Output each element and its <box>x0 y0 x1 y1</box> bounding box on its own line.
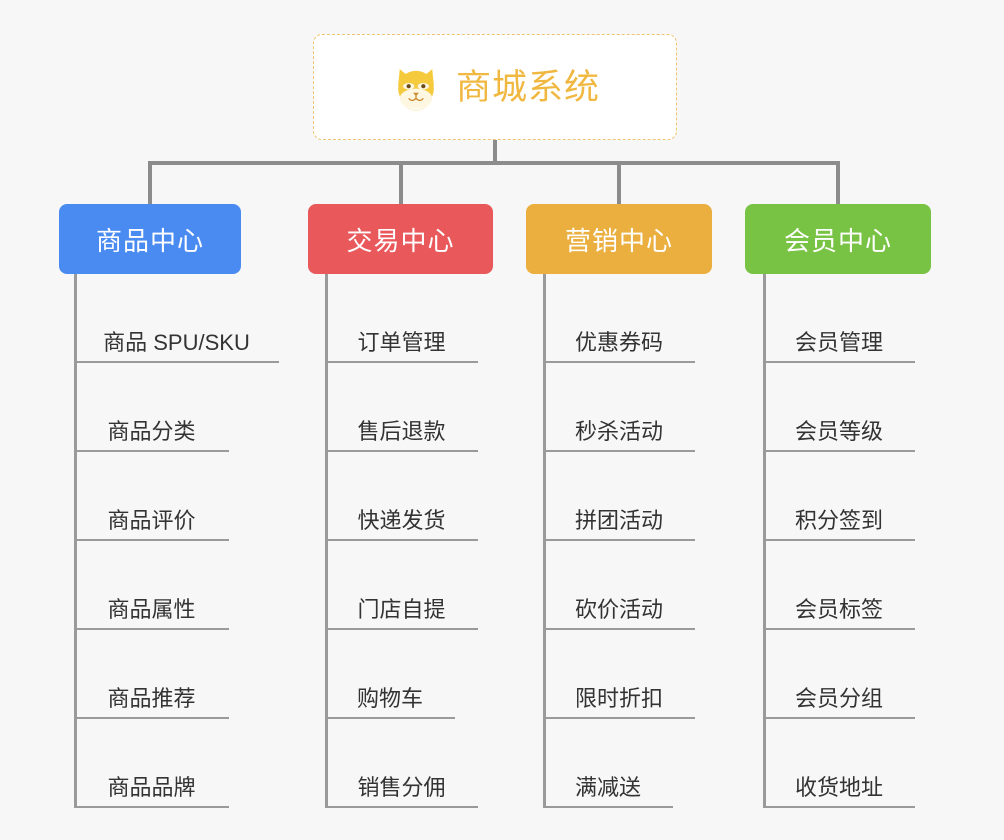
category-box-0[interactable]: 商品中心 <box>59 204 241 274</box>
child-item[interactable]: 销售分佣 <box>325 719 478 808</box>
child-item[interactable]: 满减送 <box>543 719 673 808</box>
child-item-label: 商品属性 <box>107 596 196 622</box>
child-item[interactable]: 限时折扣 <box>543 630 695 719</box>
child-item-label: 商品 SPU/SKU <box>103 329 250 355</box>
child-item[interactable]: 商品属性 <box>74 541 229 630</box>
child-item[interactable]: 拼团活动 <box>543 452 695 541</box>
child-item[interactable]: 购物车 <box>325 630 455 719</box>
child-item[interactable]: 商品评价 <box>74 452 229 541</box>
child-item[interactable]: 商品分类 <box>74 363 229 452</box>
root-title: 商城系统 <box>455 67 600 107</box>
child-item-label: 快递发货 <box>357 507 446 533</box>
column-spine-line <box>763 274 766 808</box>
child-item[interactable]: 收货地址 <box>763 719 915 808</box>
category-box-1[interactable]: 交易中心 <box>308 204 493 274</box>
branch-drop-line-3 <box>836 161 840 204</box>
child-item-label: 商品推荐 <box>107 685 196 711</box>
child-item-label: 秒杀活动 <box>574 418 663 444</box>
child-item-label: 拼团活动 <box>574 507 663 533</box>
column-spine-line <box>325 274 328 808</box>
root-node-shopping-mall-system[interactable]: 商城系统 <box>313 34 677 140</box>
category-label: 会员中心 <box>783 225 892 256</box>
child-item[interactable]: 快递发货 <box>325 452 478 541</box>
child-item-label: 商品品牌 <box>107 774 196 800</box>
child-item-label: 会员管理 <box>794 329 883 355</box>
branch-drop-line-2 <box>617 161 621 204</box>
category-box-3[interactable]: 会员中心 <box>745 204 931 274</box>
root-stem-line <box>493 140 497 165</box>
child-item-label: 门店自提 <box>357 596 446 622</box>
horizontal-bus-line <box>148 161 840 165</box>
child-item-label: 购物车 <box>356 685 423 711</box>
child-item-label: 会员标签 <box>794 596 883 622</box>
column-spine-line <box>543 274 546 808</box>
child-item-label: 会员分组 <box>794 685 883 711</box>
child-item-label: 销售分佣 <box>357 774 446 800</box>
child-item-label: 满减送 <box>574 774 641 800</box>
child-item[interactable]: 会员分组 <box>763 630 915 719</box>
child-item-label: 收货地址 <box>794 774 883 800</box>
child-item[interactable]: 商品 SPU/SKU <box>74 274 279 363</box>
child-item-label: 订单管理 <box>357 329 446 355</box>
child-item[interactable]: 优惠券码 <box>543 274 695 363</box>
child-item[interactable]: 砍价活动 <box>543 541 695 630</box>
child-item-label: 限时折扣 <box>574 685 663 711</box>
child-item[interactable]: 订单管理 <box>325 274 478 363</box>
category-label: 交易中心 <box>346 225 455 256</box>
child-item-label: 商品分类 <box>107 418 196 444</box>
child-item-label: 售后退款 <box>357 418 446 444</box>
child-item[interactable]: 秒杀活动 <box>543 363 695 452</box>
branch-drop-line-0 <box>148 161 152 204</box>
branch-drop-line-1 <box>398 161 403 204</box>
child-item[interactable]: 会员管理 <box>763 274 915 363</box>
category-label: 营销中心 <box>564 225 673 256</box>
child-item[interactable]: 会员等级 <box>763 363 915 452</box>
child-item[interactable]: 积分签到 <box>763 452 915 541</box>
child-item-label: 优惠券码 <box>574 329 663 355</box>
child-item[interactable]: 会员标签 <box>763 541 915 630</box>
child-item[interactable]: 商品推荐 <box>74 630 229 719</box>
category-label: 商品中心 <box>95 225 204 256</box>
shiba-dog-icon <box>390 61 442 113</box>
category-box-2[interactable]: 营销中心 <box>526 204 712 274</box>
child-item-label: 积分签到 <box>794 507 883 533</box>
child-item-label: 商品评价 <box>107 507 196 533</box>
column-spine-line <box>74 274 77 808</box>
child-item[interactable]: 售后退款 <box>325 363 478 452</box>
child-item-label: 会员等级 <box>794 418 883 444</box>
child-item[interactable]: 门店自提 <box>325 541 478 630</box>
child-item[interactable]: 商品品牌 <box>74 719 229 808</box>
child-item-label: 砍价活动 <box>574 596 663 622</box>
